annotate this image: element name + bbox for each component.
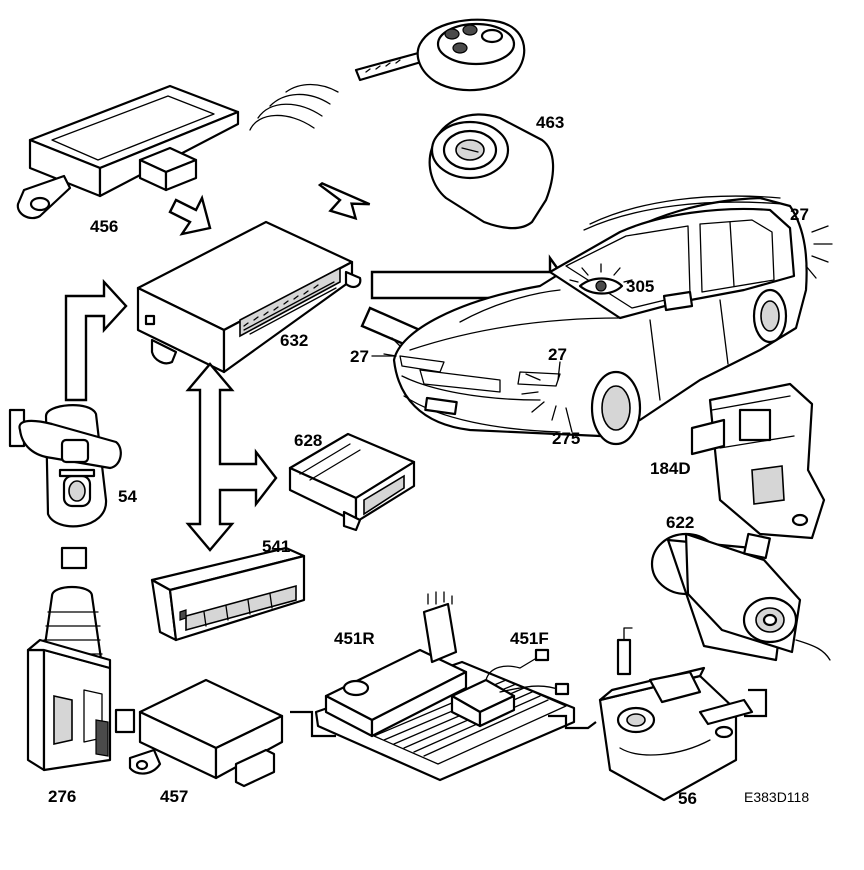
gear-selector-276 <box>26 585 112 772</box>
label-276: 276 <box>48 787 76 806</box>
connector-451-56 <box>548 714 597 730</box>
label-451F: 451F <box>510 629 549 648</box>
label-54: 54 <box>118 487 137 506</box>
door-lock-switch-54 <box>8 404 122 528</box>
siren-622 <box>650 532 831 662</box>
label-27-front-left: 27 <box>350 347 369 366</box>
warning-led-305 <box>569 263 633 295</box>
label-541: 541 <box>262 537 290 556</box>
label-27-front-right: 27 <box>548 345 567 364</box>
remote-receiver-456 <box>16 84 240 220</box>
arrow-456-to-632 <box>168 194 212 236</box>
drawing-code: E383D118 <box>744 789 809 805</box>
ignition-switch-463 <box>428 113 555 230</box>
label-184D: 184D <box>650 459 691 478</box>
tailgate-lock-184D <box>690 382 826 540</box>
label-456: 456 <box>90 217 118 236</box>
connector-622-56 <box>744 688 768 718</box>
leader-27-front-right <box>557 361 561 381</box>
label-305: 305 <box>626 277 654 296</box>
arrow-ignition-to-632 <box>317 181 371 221</box>
interior-light-451 <box>314 591 576 782</box>
label-451R: 451R <box>334 629 375 648</box>
connector-184D-622 <box>743 532 771 560</box>
central-module-632 <box>136 220 362 374</box>
remote-key <box>249 18 526 131</box>
label-622: 622 <box>666 513 694 532</box>
bonnet-lock-56 <box>598 627 754 802</box>
label-457: 457 <box>160 787 188 806</box>
connector-276-457 <box>114 708 136 734</box>
info-display-541 <box>150 546 306 642</box>
label-56: 56 <box>678 789 697 808</box>
label-27-rear: 27 <box>790 205 809 224</box>
arrow-632-541-628 <box>185 362 278 552</box>
arrow-54-to-632 <box>64 278 128 402</box>
label-628: 628 <box>294 431 322 450</box>
bus-module-628 <box>288 432 416 532</box>
label-275: 275 <box>552 429 580 448</box>
label-632: 632 <box>280 331 308 350</box>
connector-54-276 <box>60 546 88 570</box>
label-463: 463 <box>536 113 564 132</box>
connector-457-451R <box>290 710 336 738</box>
alarm-sensor-457 <box>128 678 284 788</box>
leader-275 <box>565 407 573 433</box>
